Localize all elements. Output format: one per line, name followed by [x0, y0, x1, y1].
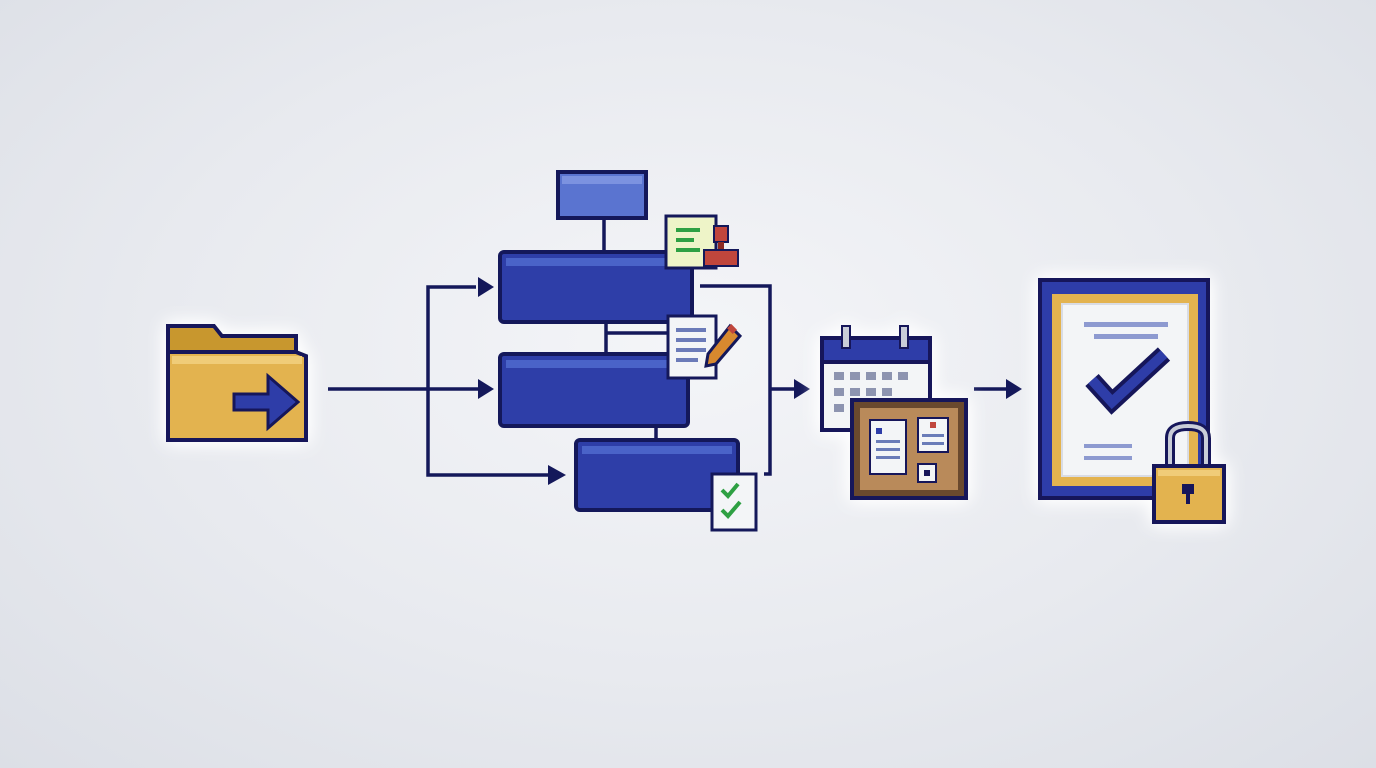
certified-locked-document-icon [1038, 278, 1226, 524]
arrowheads [478, 277, 1022, 485]
checklist-icon [710, 472, 758, 532]
process-bar-2 [498, 352, 690, 428]
right-arrow-icon [232, 372, 301, 432]
approval-stamp-icon [664, 214, 739, 270]
arrowhead-calendar [794, 379, 810, 399]
padlock-icon [1152, 420, 1226, 524]
document-edit-icon [666, 314, 743, 380]
arrowhead-certificate [1006, 379, 1022, 399]
arrowhead-bar1 [478, 277, 494, 297]
cork-board-icon [850, 398, 968, 500]
arrowhead-bar2 [478, 379, 494, 399]
process-bar-1 [498, 250, 694, 324]
connector-merge [700, 284, 772, 476]
connectors [328, 220, 1012, 477]
folder-arrow-icon [166, 324, 308, 442]
calendar-board-icon [820, 325, 968, 500]
arrowhead-bar3 [548, 465, 566, 485]
connector-trunk [426, 285, 556, 477]
